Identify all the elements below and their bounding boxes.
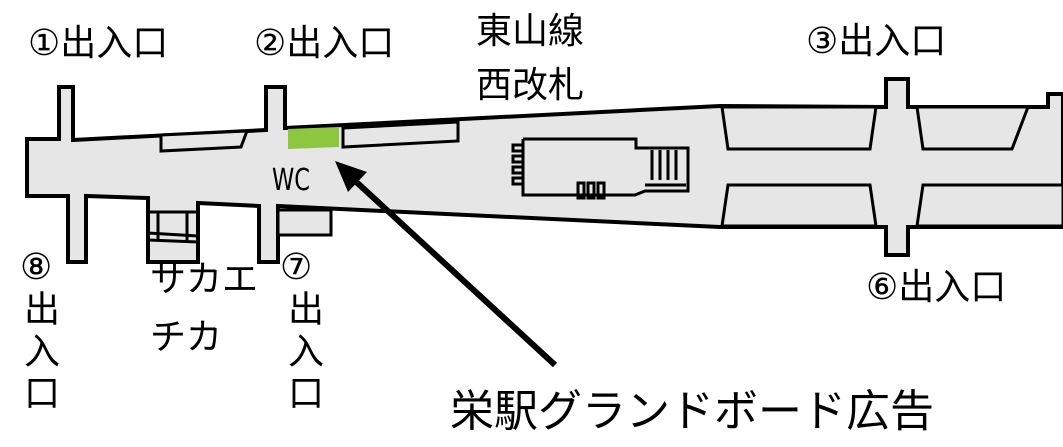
wc-block [276,208,333,237]
exit-2-label: ②出入口 [254,23,395,64]
exit-1-label: ①出入口 [28,23,169,64]
shelf-center [341,120,460,149]
sakaechika-label-line1: サカエ [150,259,259,300]
shelf-left [159,129,250,153]
exit-6-label: ⑥出入口 [866,267,1007,308]
platform-blocks [720,105,1063,228]
exit-8-number: ⑧ [20,247,53,288]
gate-label-line1: 東山線 [476,11,585,52]
grand-board-ad-location[interactable] [288,127,339,149]
gate-label-line2: 西改札 [476,65,585,106]
ad-title: 栄駅グランドボード広告 [450,386,934,437]
exit-7-number: ⑦ [280,247,313,288]
exit-3-label: ③出入口 [806,21,947,62]
sakaechika-stairs [147,210,199,244]
ticket-gate [511,137,690,200]
sakaechika-label-line2: チカ [150,317,223,358]
pointer-arrow-icon [335,161,558,368]
exit-7-label: 出入口 [282,290,323,416]
exit-8-label: 出入口 [18,290,59,416]
wc-label: WC [272,163,310,198]
